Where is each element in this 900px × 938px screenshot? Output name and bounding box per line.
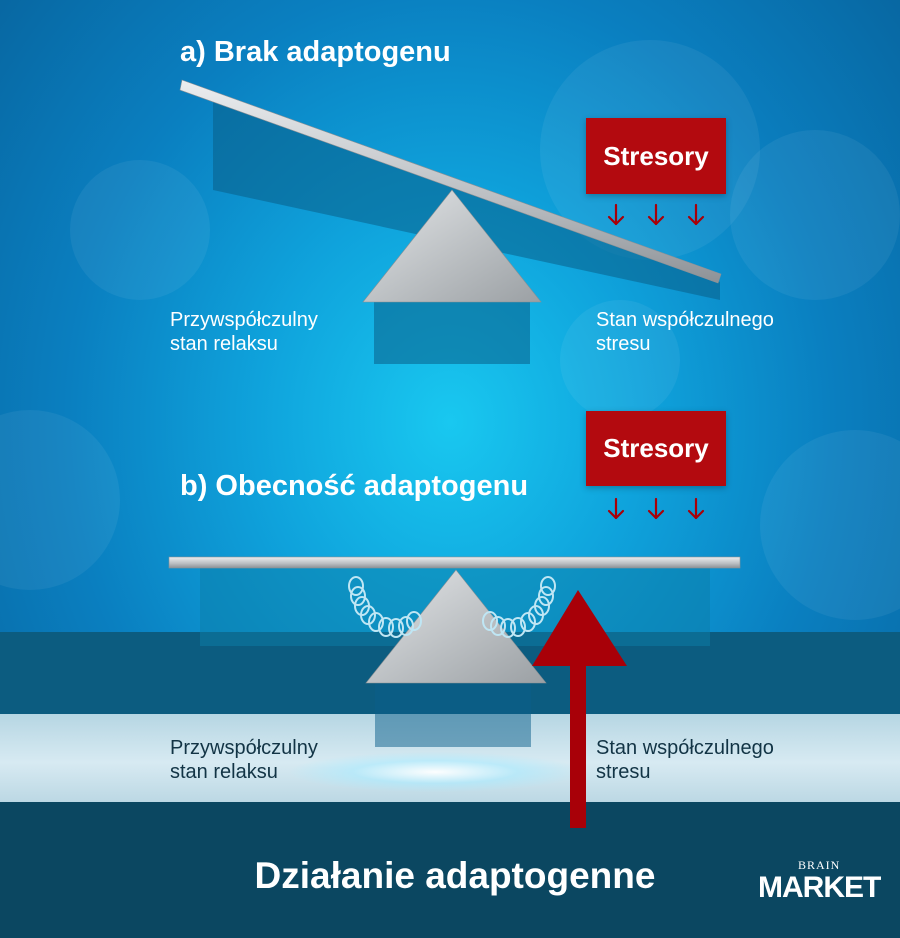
plank-b [168,556,741,569]
adaptogen-up-arrow-icon [532,590,627,828]
stressor-arrows-a [607,203,705,226]
brand-logo: BRAIN MARKET [758,858,881,904]
down-arrow-icon [607,203,625,226]
bokeh-circle [730,130,900,300]
down-arrow-icon [647,497,665,520]
stressor-box-b: Stresory [586,411,726,486]
bokeh-circle [70,160,210,300]
label-line: Przywspółczulny [170,737,318,759]
down-arrow-icon [607,497,625,520]
label-relax-a: Przywspółczulny stan relaksu [170,308,318,356]
logo-market-text: MARKET [758,871,881,904]
footer-title: Działanie adaptogenne [254,855,656,896]
stressor-arrows-b [607,497,705,520]
label-line: stan relaksu [170,333,278,355]
label-line: Przywspółczulny [170,309,318,331]
stressor-box-a: Stresory [586,118,726,194]
plank-a [179,79,722,284]
fulcrum-shadow-a [374,302,530,364]
fulcrum-a [362,189,542,303]
plank-shadow-a [213,98,720,300]
label-line: Stan współczulnego [596,737,774,759]
bokeh-circle [760,430,900,620]
label-line: stresu [596,761,651,783]
down-arrow-icon [647,203,665,226]
label-stress-b: Stan współczulnego stresu [596,736,774,784]
label-line: Stan współczulnego [596,309,774,331]
logo-brain-text: BRAIN [797,858,841,872]
heading-b: b) Obecność adaptogenu [180,470,529,502]
label-relax-b: Przywspółczulny stan relaksu [170,736,318,784]
label-line: stan relaksu [170,761,278,783]
spring-right-icon [482,576,556,638]
heading-a: a) Brak adaptogenu [180,36,451,68]
footer-band [0,802,900,938]
seesaw-b [168,556,741,747]
spring-left-icon [348,576,422,638]
label-stress-a: Stan współczulnego stresu [596,308,774,356]
seesaw-a [179,79,722,364]
down-arrow-icon [687,203,705,226]
down-arrow-icon [687,497,705,520]
label-line: stresu [596,333,651,355]
bokeh-circle [560,300,680,420]
floor-glow [290,752,580,792]
fulcrum-shadow-b [375,683,531,747]
